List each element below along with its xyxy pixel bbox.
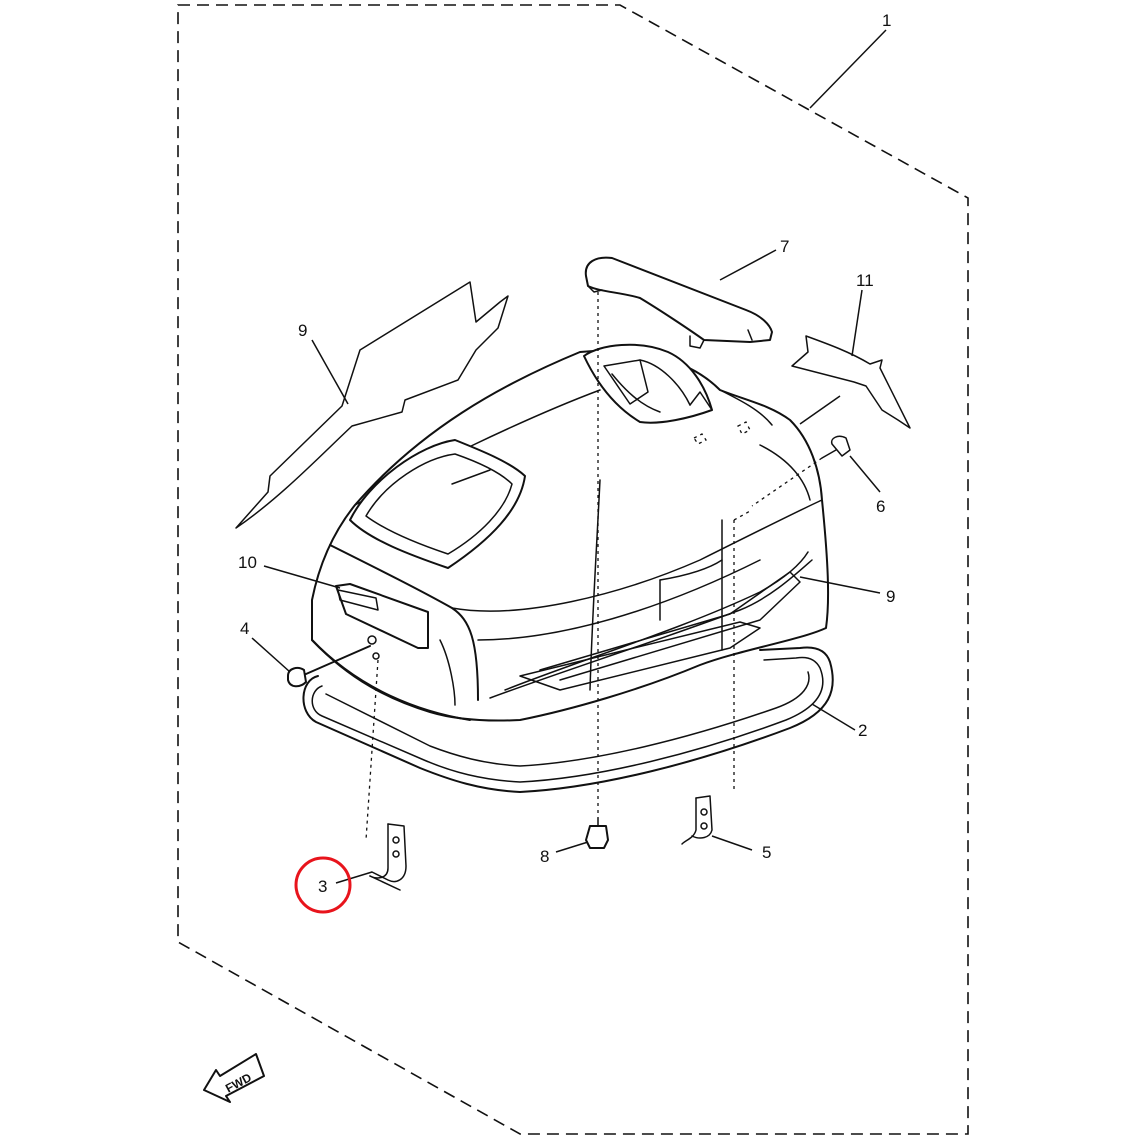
part-5-bracket [681,795,713,845]
part-6-bolt [821,435,851,459]
leader-11 [851,289,863,357]
leader-9a [311,339,349,405]
part-3-bracket [369,823,407,891]
part-8-bolt [585,817,609,849]
assembly-boundary [177,4,969,1135]
leader-5 [711,835,753,851]
fwd-arrow-icon: FWD [203,1053,265,1103]
leader-10 [263,565,341,589]
callout-6: 6 [876,497,885,516]
callout-11: 11 [856,271,874,290]
leader-6 [849,455,881,493]
callout-5: 5 [762,843,771,862]
callout-9-left: 9 [298,321,307,340]
part-11-decal [791,335,911,429]
leader-9b [799,576,881,594]
leader-4 [251,637,291,673]
part-7-cap [584,256,773,349]
leader-3 [335,871,373,884]
part-2-seal [302,646,834,793]
leader-7 [719,249,777,281]
top-window [349,439,526,569]
callout-8: 8 [540,847,549,866]
callout-10: 10 [238,553,257,572]
align-line-6 [751,457,823,507]
part-9-left-decal [235,281,509,529]
callout-1: 1 [882,11,891,30]
highlight-circle [294,856,352,914]
callout-9-right: 9 [886,587,895,606]
callout-3: 3 [318,877,327,896]
callout-4: 4 [240,619,249,638]
callout-2: 2 [858,721,867,740]
leader-11b [799,395,841,425]
leader-1 [809,29,887,109]
leader-2 [811,703,856,731]
part-10-emblem [335,583,429,649]
align-line-3 [365,659,379,841]
part-9-right-decal [489,551,813,699]
align-mark-top-2 [737,421,751,435]
leader-8 [555,841,589,853]
part-4-screw [287,635,380,688]
callout-7: 7 [780,237,789,256]
top-opening [583,343,713,424]
align-mark-top [693,433,707,445]
